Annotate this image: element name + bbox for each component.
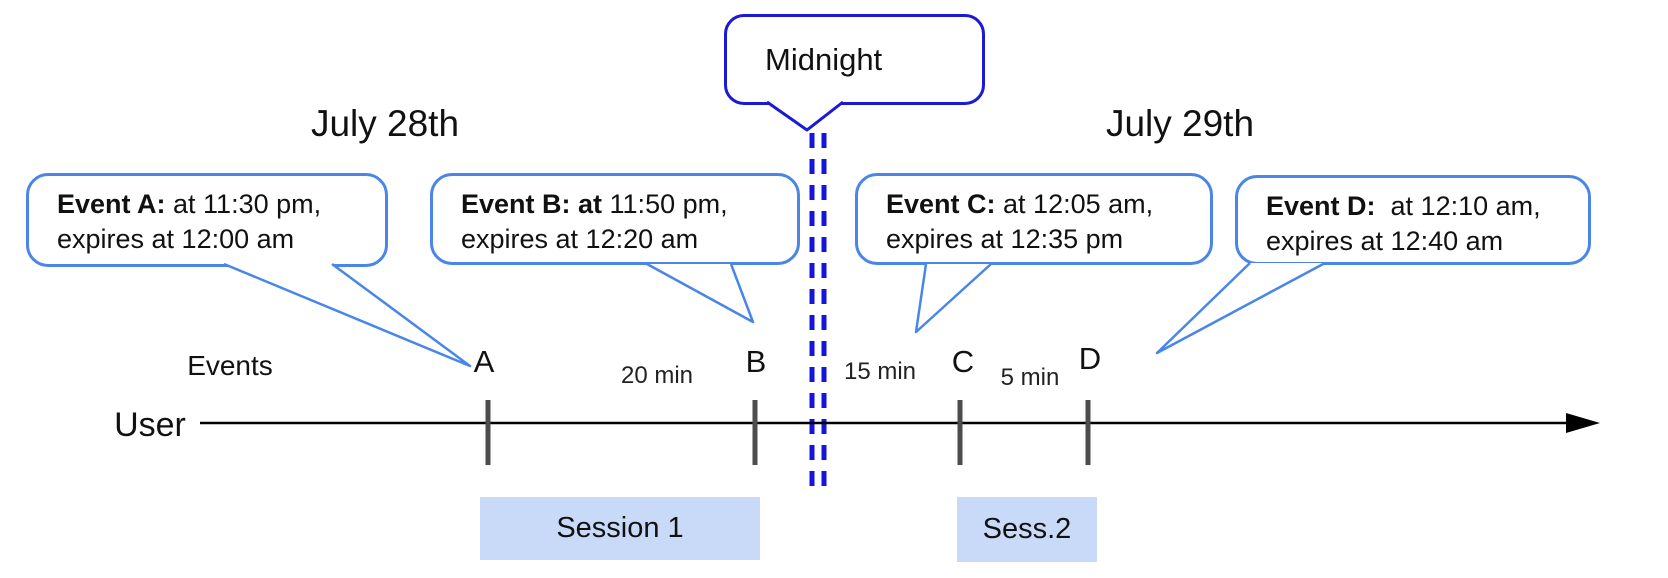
session-2-label: Sess.2 (982, 513, 1072, 545)
event-d-callout-tail (1155, 261, 1326, 355)
tick-label-a: A (473, 344, 495, 379)
event-c-callout-tail (914, 263, 992, 334)
midnight-label: Midnight (765, 41, 883, 77)
user-axis-label: User (114, 406, 186, 444)
events-row-label: Events (187, 350, 273, 381)
event-b-line1: Event B: at 11:50 pm, (461, 189, 728, 219)
event-b-line2: expires at 12:20 am (461, 224, 699, 254)
event-c-line1: Event C: at 12:05 am, (886, 189, 1154, 219)
midnight-callout-tail (766, 100, 844, 132)
interval-20min-label: 20 min (620, 362, 694, 389)
session-1-label: Session 1 (556, 512, 684, 544)
event-d-callout: Event D: at 12:10 am, expires at 12:40 a… (1235, 175, 1591, 265)
tick-label-b: B (745, 344, 767, 379)
event-a-line1: Event A: at 11:30 pm, (57, 189, 322, 219)
timeline-arrowhead-icon (1566, 413, 1600, 433)
event-a-line2: expires at 12:00 am (57, 224, 295, 254)
tick-label-d: D (1078, 341, 1102, 376)
event-b-callout: Event B: at 11:50 pm, expires at 12:20 a… (430, 173, 800, 265)
event-b-callout-tail (646, 262, 755, 324)
event-c-line2: expires at 12:35 pm (886, 224, 1124, 254)
event-a-callout: Event A: at 11:30 pm, expires at 12:00 a… (26, 173, 388, 267)
event-d-line1: Event D: at 12:10 am, (1266, 191, 1541, 221)
event-c-callout: Event C: at 12:05 am, expires at 12:35 p… (855, 173, 1213, 265)
interval-15min-label: 15 min (843, 358, 917, 385)
session-2-box: Sess.2 (957, 497, 1097, 562)
midnight-callout: Midnight (724, 14, 985, 105)
day-header-july-29: July 29th (1105, 103, 1255, 144)
day-header-july-28: July 28th (310, 103, 460, 144)
interval-5min-label: 5 min (1000, 364, 1060, 391)
tick-label-c: C (951, 344, 975, 379)
event-d-line2: expires at 12:40 am (1266, 226, 1504, 256)
session-1-box: Session 1 (480, 497, 760, 560)
